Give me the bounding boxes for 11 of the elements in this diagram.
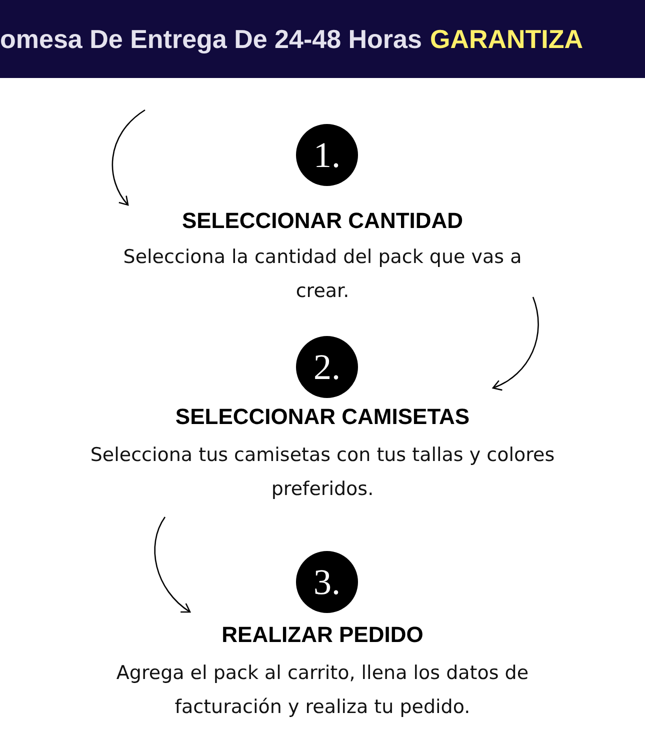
step-heading: REALIZAR PEDIDO <box>220 622 424 648</box>
step-number-circle: 1. <box>296 124 358 186</box>
step-description: Selecciona tus camisetas con tus tallas y colores preferidos. <box>89 443 556 502</box>
step-heading: SELECCIONAR CANTIDAD <box>180 208 464 234</box>
banner-text: omesa De Entrega De 24-48 Horas <box>0 24 422 54</box>
step-description: Selecciona la cantidad del pack que vas a crear. <box>122 245 523 304</box>
step-number-circle: 2. <box>296 336 358 398</box>
step-description: Agrega el pack al carrito, llena los datos de facturación y realiza tu pedido. <box>115 661 530 720</box>
step-number-circle: 3. <box>296 551 358 613</box>
step-heading: SELECCIONAR CAMISETAS <box>174 404 471 430</box>
banner-highlight: GARANTIZA <box>430 24 584 54</box>
